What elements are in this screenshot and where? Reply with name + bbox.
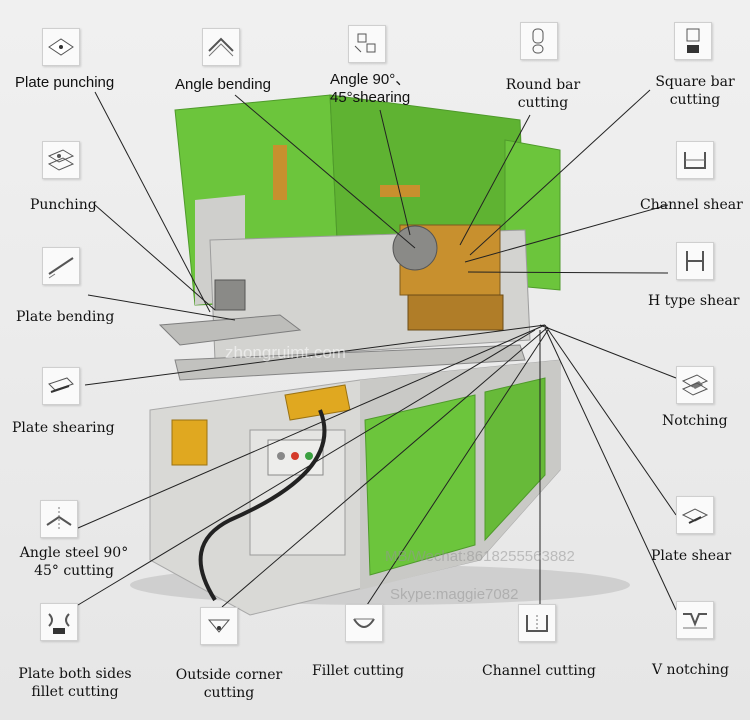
control-button-1 [277,452,285,460]
label-h-type-shear: H type shear [648,293,740,309]
watermark-contact: MB/Wechat:8618255563882 [385,548,575,565]
label-channel-shear: Channel shear [640,197,743,213]
label-round-bar: Round bar cutting [505,77,581,111]
round-bar-icon [520,22,558,60]
plate-both-sides-fillet-icon [40,603,78,641]
h-type-shear-icon [676,242,714,280]
angle-shearing-icon [348,25,386,63]
watermark-skype: Skype:maggie7082 [390,586,519,603]
notching-icon [676,366,714,404]
plate-bending-icon [42,247,80,285]
plate-punching-icon [42,28,80,66]
plate-shearing-icon [42,367,80,405]
label-plate-both-sides: Plate both sides fillet cutting [18,666,132,700]
watermark-site: zhongruimt.com [225,343,346,362]
control-button-stop [291,452,299,460]
label-channel-cutting: Channel cutting [482,663,596,679]
channel-shear-icon [676,141,714,179]
punching-icon [42,141,80,179]
fillet-cutting-icon [345,604,383,642]
angle-bending-icon [202,28,240,66]
angle-steel-cutting-icon [40,500,78,538]
label-angle-shearing: Angle 90°、 45°shearing [330,71,411,106]
label-fillet-cutting: Fillet cutting [312,663,405,679]
label-outside-corner: Outside corner cutting [175,667,283,701]
label-punching: Punching [30,197,97,213]
label-angle-steel-cutting: Angle steel 90° 45° cutting [19,545,129,579]
label-angle-bending: Angle bending [175,76,271,93]
angle-shear-wheel [392,225,438,271]
plate-shear-guard [407,294,504,331]
v-notching-icon [676,601,714,639]
label-plate-bending: Plate bending [16,309,115,325]
punch-head [214,279,246,311]
label-plate-punching: Plate punching [15,74,115,91]
control-button-start [305,452,313,460]
label-v-notching: V notching [652,662,729,678]
orange-slot-1 [273,145,287,200]
square-bar-icon [674,22,712,60]
plate-shear-icon [676,496,714,534]
label-plate-shear: Plate shear [651,548,732,564]
side-holder [171,419,208,466]
label-square-bar: Square bar cutting [655,74,735,108]
outside-corner-icon [200,607,238,645]
channel-cutting-icon [518,604,556,642]
label-plate-shearing: Plate shearing [12,420,115,436]
orange-slot-2 [380,185,420,197]
label-notching: Notching [662,413,728,429]
